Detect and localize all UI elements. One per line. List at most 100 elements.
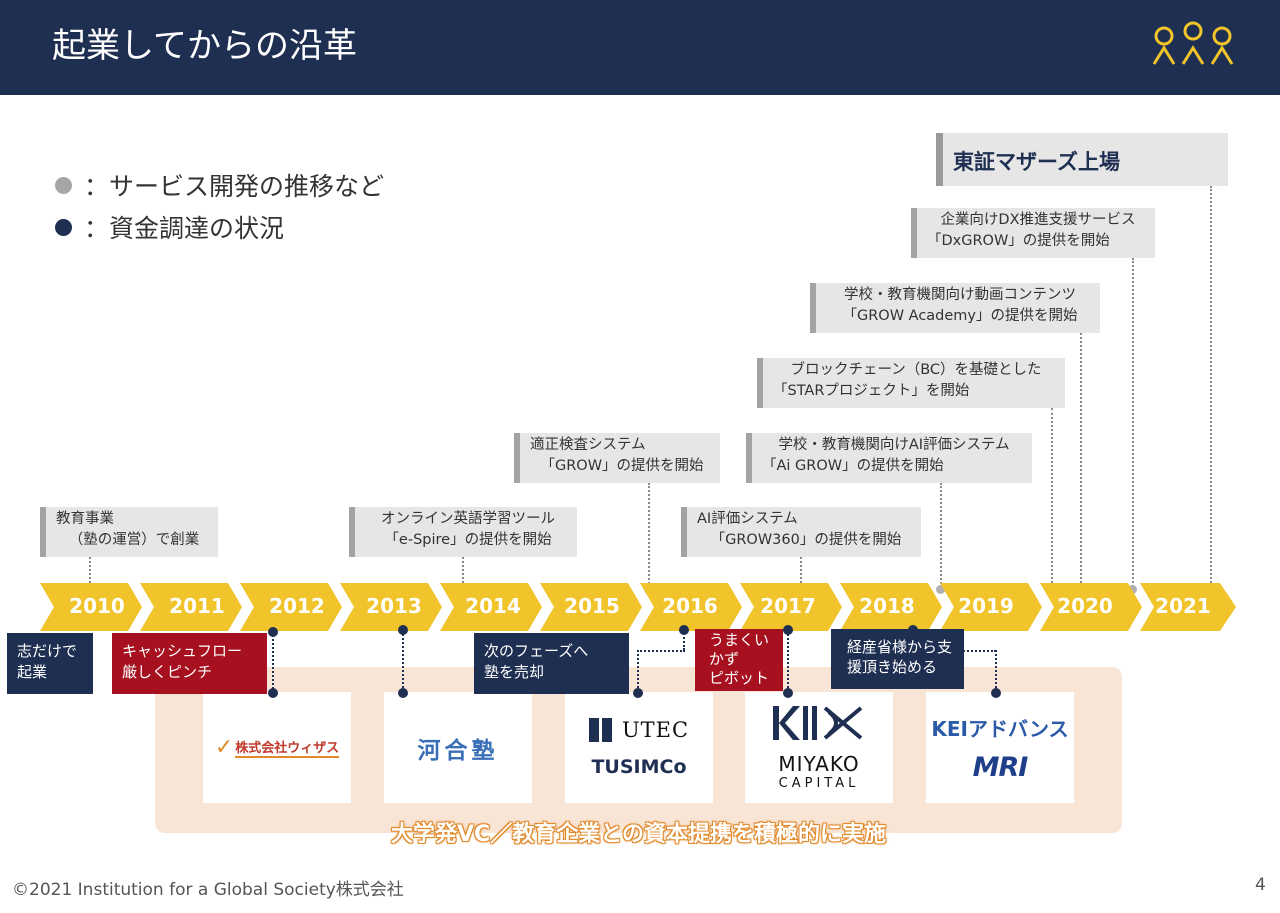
- connector-listing: [1210, 186, 1212, 587]
- year-2013: 2013: [366, 594, 422, 618]
- milestone-line: AI評価システム: [697, 511, 798, 527]
- miyako-mark-icon: [773, 706, 863, 740]
- milestone-line: 「Ai GROW」の提供を開始: [762, 458, 944, 474]
- milestone-2018: 学校・教育機関向けAI評価システム 「Ai GROW」の提供を開始: [746, 433, 1032, 483]
- connector-2018: [940, 483, 942, 587]
- tusimco-logo: TUSIMCo: [591, 755, 687, 778]
- milestone-line: オンライン英語学習ツール: [381, 511, 555, 527]
- connector-2020b: [1132, 258, 1134, 587]
- miyako-name: MIYAKO: [778, 752, 860, 776]
- funding-line: 志だけで: [17, 642, 78, 660]
- partner-card-wizas: ✓ 株式会社ウィザス: [203, 692, 351, 803]
- navy-dot-icon: [783, 688, 793, 698]
- milestone-2017: AI評価システム 「GROW360」の提供を開始: [681, 507, 921, 557]
- navy-dot-icon: [633, 688, 643, 698]
- milestone-2010: 教育事業 （塾の運営）で創業: [40, 507, 218, 557]
- utec-mark-icon: [588, 717, 599, 742]
- milestone-line: 「DxGROW」の提供を開始: [927, 233, 1110, 249]
- gray-dot-icon: [936, 585, 945, 594]
- miyako-sub: CAPITAL: [778, 776, 860, 791]
- year-2021: 2021: [1155, 594, 1211, 618]
- wizas-name: 株式会社ウィザス: [235, 737, 340, 758]
- milestone-line: 学校・教育機関向けAI評価システム: [778, 437, 1010, 453]
- connector-funding: [272, 632, 274, 692]
- year-2017: 2017: [760, 594, 816, 618]
- gray-dot-icon: [55, 176, 72, 194]
- milestone-2019: ブロックチェーン（BC）を基礎とした 「STARプロジェクト」を開始: [757, 358, 1065, 408]
- page-number: 4: [1255, 875, 1266, 895]
- connector-2019: [1051, 408, 1053, 587]
- kawai-logo: 河合塾: [417, 737, 499, 764]
- wizas-mark-icon: ✓: [214, 735, 234, 760]
- year-2019: 2019: [958, 594, 1014, 618]
- panel-caption: 大学発VC／教育企業との資本提携を積極的に実施: [391, 822, 886, 847]
- connector-funding: [683, 630, 685, 650]
- header-bar: [0, 0, 1280, 95]
- partner-card-kawai: 河合塾: [384, 692, 532, 803]
- milestone-2020b: 企業向けDX推進支援サービス 「DxGROW」の提供を開始: [911, 208, 1155, 258]
- year-2014: 2014: [465, 594, 521, 618]
- funding-line: 塾を売却: [484, 663, 545, 681]
- legend-service: ：サービス開発の推移など: [55, 167, 384, 203]
- year-2011: 2011: [169, 594, 225, 618]
- funding-line: かず: [709, 650, 740, 668]
- milestone-line: （塾の運営）で創業: [68, 532, 200, 548]
- milestone-2015: 適正検査システム 「GROW」の提供を開始: [514, 433, 720, 483]
- connector-funding: [995, 650, 997, 692]
- people-logo-icon: [1152, 21, 1234, 65]
- funding-line: キャッシュフロー: [122, 642, 243, 660]
- year-2016: 2016: [662, 594, 718, 618]
- milestone-line: 企業向けDX推進支援サービス: [940, 212, 1136, 228]
- legend-funding: ：資金調達の状況: [55, 209, 284, 245]
- connector-2013: [462, 557, 464, 587]
- listing-banner: 東証マザーズ上場: [936, 133, 1228, 186]
- legend-service-label: ：サービス開発の推移など: [84, 172, 385, 201]
- milestone-line: 適正検査システム: [530, 437, 646, 453]
- funding-line: ピボット: [709, 669, 770, 687]
- legend-funding-label: ：資金調達の状況: [84, 214, 285, 243]
- connector-2020a: [1080, 333, 1082, 587]
- milestone-line: ブロックチェーン（BC）を基礎とした: [790, 362, 1042, 378]
- connector-2017: [800, 557, 802, 587]
- connector-2015: [648, 483, 650, 587]
- navy-dot-icon: [268, 688, 278, 698]
- connector-funding: [637, 650, 639, 692]
- milestone-line: 「GROW360」の提供を開始: [710, 532, 902, 548]
- funding-2016: うまくい かず ピボット: [695, 629, 783, 691]
- milestone-2013: オンライン英語学習ツール 「e-Spire」の提供を開始: [349, 507, 577, 557]
- copyright: ©2021 Institution for a Global Society株式…: [12, 880, 404, 900]
- navy-dot-icon: [398, 688, 408, 698]
- navy-dot-icon: [55, 218, 72, 236]
- funding-line: 経産省様から支: [847, 638, 953, 656]
- year-2020: 2020: [1057, 594, 1113, 618]
- wizas-logo: ✓ 株式会社ウィザス: [214, 735, 340, 760]
- milestone-line: 「e-Spire」の提供を開始: [384, 532, 552, 548]
- utec-logo: UTEC: [588, 717, 690, 742]
- milestone-line: 学校・教育機関向け動画コンテンツ: [844, 287, 1076, 303]
- milestone-2020a: 学校・教育機関向け動画コンテンツ 「GROW Academy」の提供を開始: [810, 283, 1100, 333]
- year-2012: 2012: [269, 594, 325, 618]
- milestone-line: 「GROW Academy」の提供を開始: [842, 308, 1078, 324]
- funding-2018: 経産省様から支 援頂き始める: [831, 629, 964, 689]
- partner-card-kei: KEIアドバンス MRI: [926, 692, 1074, 803]
- funding-line: 次のフェーズへ: [484, 642, 589, 660]
- timeline-arrows: [40, 583, 1236, 631]
- funding-line: 援頂き始める: [847, 658, 938, 676]
- milestone-line: 教育事業: [56, 511, 114, 527]
- funding-line: 厳しくピンチ: [122, 663, 213, 681]
- milestone-line: 「STARプロジェクト」を開始: [773, 383, 970, 399]
- connector-funding: [637, 650, 685, 652]
- funding-line: 起業: [17, 663, 48, 681]
- funding-line: うまくい: [709, 631, 770, 649]
- mri-logo: MRI: [972, 751, 1029, 783]
- utec-name: UTEC: [621, 717, 690, 742]
- year-2018: 2018: [859, 594, 915, 618]
- funding-2015: 次のフェーズへ 塾を売却: [474, 633, 629, 694]
- connector-2010: [89, 557, 91, 587]
- navy-dot-icon: [991, 688, 1001, 698]
- partner-card-miyako: MIYAKO CAPITAL: [745, 692, 893, 803]
- page-title: 起業してからの沿革: [52, 26, 357, 66]
- year-2015: 2015: [564, 594, 620, 618]
- kei-logo: KEIアドバンス: [931, 716, 1069, 741]
- funding-2011: キャッシュフロー 厳しくピンチ: [112, 633, 267, 694]
